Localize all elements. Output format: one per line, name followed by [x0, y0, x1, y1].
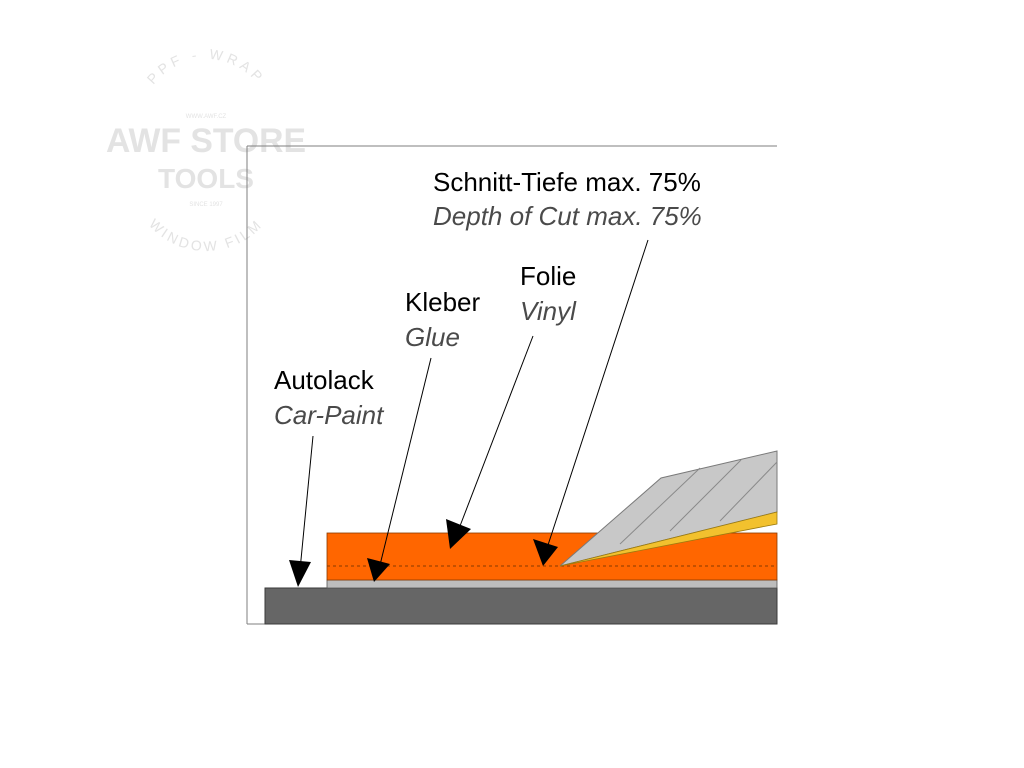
glue-label-en: Glue — [405, 322, 460, 352]
blade-edge — [559, 511, 778, 567]
car-paint-layer — [264, 587, 778, 625]
vinyl-label-en: Vinyl — [520, 296, 577, 326]
depth-label-en: Depth of Cut max. 75% — [433, 201, 702, 231]
vinyl-arrowhead — [446, 519, 471, 549]
glue-arrowhead — [367, 558, 390, 582]
paint-label-en: Car-Paint — [274, 400, 385, 430]
paint-arrowhead — [289, 560, 311, 587]
glue-layer — [326, 579, 778, 589]
vinyl-label-de: Folie — [520, 261, 576, 291]
watermark-since: SINCE 1997 — [189, 202, 223, 208]
watermark-url: WWW.AWF.CZ — [186, 114, 227, 120]
blade-segment-line — [619, 467, 701, 545]
paint-leader-line — [299, 435, 314, 571]
vinyl-leader-line — [459, 335, 534, 527]
depth-arrowhead — [533, 539, 558, 566]
vinyl-layer — [326, 532, 778, 581]
paint-label-de: Autolack — [274, 365, 375, 395]
blade-segment-line — [669, 459, 742, 532]
watermark-brand: AWF STORE — [106, 122, 306, 160]
watermark-logo: PPF - WRAP WWW.AWF.CZ AWF STORE TOOLS SI… — [106, 46, 306, 255]
glue-label-de: Kleber — [405, 287, 480, 317]
blade-segment-line — [719, 461, 778, 522]
glue-leader-line — [379, 357, 432, 566]
depth-leader-line — [547, 239, 649, 546]
watermark-sub: TOOLS — [158, 163, 254, 194]
blade — [559, 450, 778, 567]
depth-label-de: Schnitt-Tiefe max. 75% — [433, 167, 701, 197]
watermark-arc-bottom: WINDOW FILM — [146, 215, 266, 254]
watermark-arc-top: PPF - WRAP — [144, 46, 269, 87]
